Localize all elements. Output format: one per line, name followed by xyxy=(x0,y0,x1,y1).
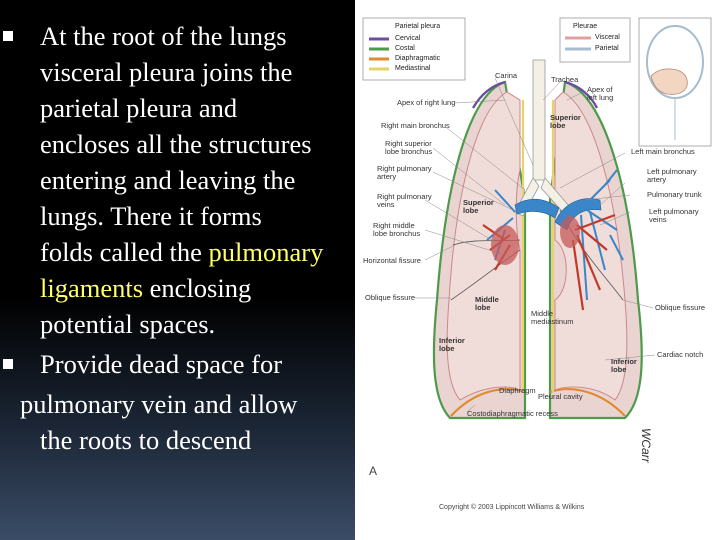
label-right-middle-lobe-bronchus: Right middle lobe bronchus xyxy=(373,221,421,238)
inset-box xyxy=(638,17,712,147)
bullet-1-text: folds called the xyxy=(40,237,209,267)
right-hilum xyxy=(491,225,519,265)
bullet-1-line: potential spaces. xyxy=(40,309,216,339)
label-carina: Carina xyxy=(495,71,518,80)
trachea-shape xyxy=(532,59,546,181)
right-cervical-pleura xyxy=(471,80,506,109)
label-oblique-fissure-right: Oblique fissure xyxy=(365,293,416,302)
bullet-1-line: At the root of the lungs xyxy=(40,21,287,51)
copyright-notice: Copyright © 2003 Lippincott Williams & W… xyxy=(439,504,585,511)
label-right-main-bronchus: Right main bronchus xyxy=(381,121,450,130)
label-apex-right: Apex of right lung xyxy=(397,98,456,107)
label-inferior-lobe-left: Inferior lobe xyxy=(611,357,637,374)
label-horizontal-fissure: Horizontal fissure xyxy=(363,256,421,265)
left-cervical-pleura xyxy=(564,80,599,109)
label-apex-left: Apex of left lung xyxy=(587,85,614,102)
label-middle-mediastinum: Middle mediastinum xyxy=(531,309,574,326)
label-oblique-fissure-left: Oblique fissure xyxy=(655,303,706,312)
label-left-pulmonary-artery: Left pulmonary artery xyxy=(647,167,697,184)
bullet-2-line: the roots to descend xyxy=(40,425,252,455)
label-right-superior-lobe-bronchus: Right superior lobe bronchus xyxy=(385,139,433,156)
bullet-1-line: folds called the pulmonary xyxy=(40,234,358,270)
legend-pleurae-title: Pleurae xyxy=(573,23,598,30)
bullet-1-line: visceral pleura joins the xyxy=(40,57,293,87)
legend-box-parietal xyxy=(362,17,466,81)
legend-item: Mediastinal xyxy=(395,65,431,72)
label-trachea: Trachea xyxy=(551,75,579,84)
left-hilum xyxy=(560,216,580,248)
legend-item: Costal xyxy=(395,45,415,52)
inset-fist xyxy=(650,68,688,95)
label-middle-lobe: Middle lobe xyxy=(475,295,499,312)
left-diaphragmatic-pleura xyxy=(549,388,626,417)
label-superior-lobe-right: Superior lobe xyxy=(463,198,494,215)
label-pulmonary-trunk: Pulmonary trunk xyxy=(647,190,702,199)
bullet-1-text: enclosing xyxy=(143,273,252,303)
left-lung xyxy=(554,91,628,401)
label-left-pulmonary-veins: Left pulmonary veins xyxy=(649,207,699,224)
label-superior-lobe-left: Superior lobe xyxy=(550,113,581,130)
bullet-1-line: lungs. There it forms xyxy=(40,201,262,231)
label-pleural-cavity: Pleural cavity xyxy=(538,392,583,401)
label-right-pulmonary-artery: Right pulmonary artery xyxy=(377,164,432,181)
right-lung xyxy=(446,91,521,401)
panel-letter: A xyxy=(369,464,378,478)
bullet-2: Provide dead space for xyxy=(0,346,358,382)
bullet-1-line: entering and leaving the xyxy=(40,165,296,195)
bullet-text-block: At the root of the lungs visceral pleura… xyxy=(0,18,358,458)
lung-illustration xyxy=(362,17,712,420)
label-cardiac-notch: Cardiac notch xyxy=(657,350,704,359)
legend-item: Cervical xyxy=(395,35,421,42)
bullet-2-line: Provide dead space for xyxy=(40,349,283,379)
lung-pleura-figure: Parietal pleura Cervical Costal Diaphrag… xyxy=(355,0,720,540)
label-right-pulmonary-veins: Right pulmonary veins xyxy=(377,192,432,209)
illustrator-signature: WCarr xyxy=(639,428,653,463)
legend-box-pleurae xyxy=(559,17,631,63)
bullet-1-line: parietal pleura and xyxy=(40,93,238,123)
bullet-1-line: encloses all the structures xyxy=(40,129,312,159)
highlight-pulmonary: pulmonary xyxy=(208,237,324,267)
bullet-2-line: pulmonary vein and allow xyxy=(20,389,298,419)
right-diaphragmatic-pleura xyxy=(450,388,526,417)
highlight-ligaments: ligaments xyxy=(40,273,144,303)
legend-item: Diaphragmatic xyxy=(395,55,441,62)
bullet-1: At the root of the lungs visceral pleura… xyxy=(0,18,358,342)
label-left-main-bronchus: Left main bronchus xyxy=(631,147,695,156)
legend-item: Visceral xyxy=(595,34,620,41)
bullet-1-line: ligaments enclosing xyxy=(40,270,358,306)
label-costodiaphragmatic-recess: Costodiaphragmatic recess xyxy=(467,409,558,418)
right-pulmonary-artery-shape xyxy=(514,199,560,219)
label-inferior-lobe-right: Inferior lobe xyxy=(439,336,465,353)
label-diaphragm: Diaphragm xyxy=(499,386,536,395)
legend-item: Parietal xyxy=(595,45,619,52)
leader-lines xyxy=(415,77,656,413)
legend-parietal-title: Parietal pleura xyxy=(395,23,441,30)
